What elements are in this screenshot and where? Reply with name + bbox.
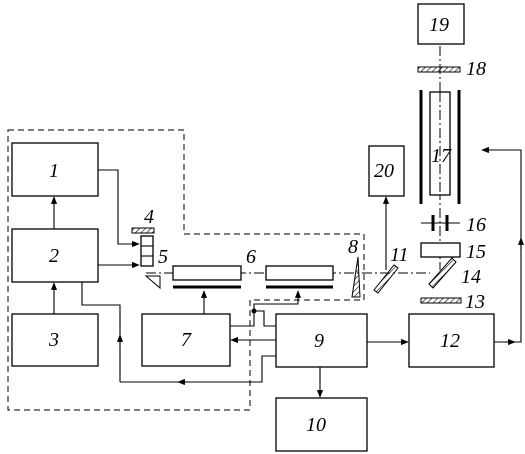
block-19-label: 19 (429, 14, 449, 36)
element-6-tube-b (265, 265, 334, 281)
arrow-1-to-5 (98, 169, 140, 248)
element-8-label: 8 (348, 236, 358, 258)
element-11-label: 11 (390, 244, 409, 266)
line-junction-to-9 (254, 310, 276, 327)
block-10 (275, 397, 368, 452)
block-20 (368, 145, 405, 197)
element-8 (351, 256, 361, 298)
block-7-label: 7 (181, 329, 192, 351)
element-4 (131, 227, 155, 234)
block-3 (11, 313, 99, 367)
block-12 (408, 313, 495, 368)
block-20-label: 20 (374, 160, 394, 182)
arrow-12-to-17 (481, 146, 522, 343)
element-5-prism (144, 275, 161, 290)
block-7 (141, 313, 231, 367)
element-17-label: 17 (431, 145, 452, 167)
element-13 (420, 297, 462, 304)
element-17 (429, 91, 451, 196)
element-5-label: 5 (158, 246, 168, 268)
dashed-enclosure (7, 129, 365, 411)
element-18-label: 18 (466, 58, 486, 80)
block-10-label: 10 (306, 414, 326, 436)
element-6-label: 6 (246, 246, 256, 268)
element-13-label: 13 (465, 291, 485, 313)
block-12-label: 12 (440, 330, 460, 352)
line-9-to-2 (120, 355, 276, 383)
element-14 (428, 257, 457, 289)
element-6-tube-a (172, 265, 242, 281)
element-18 (417, 66, 461, 73)
element-5 (140, 235, 154, 267)
element-15-label: 15 (466, 241, 486, 263)
element-4-label: 4 (144, 206, 154, 228)
element-16-label: 16 (466, 214, 486, 236)
element-11 (373, 264, 399, 294)
element-14-label: 14 (461, 266, 481, 288)
block-1-label: 1 (49, 160, 59, 182)
block-2 (11, 228, 99, 283)
block-3-label: 3 (48, 329, 59, 351)
block-19 (417, 3, 465, 45)
block-2-label: 2 (49, 245, 59, 267)
element-15 (420, 242, 461, 258)
line-7-to-6b (230, 290, 302, 327)
block-9-label: 9 (314, 330, 324, 352)
